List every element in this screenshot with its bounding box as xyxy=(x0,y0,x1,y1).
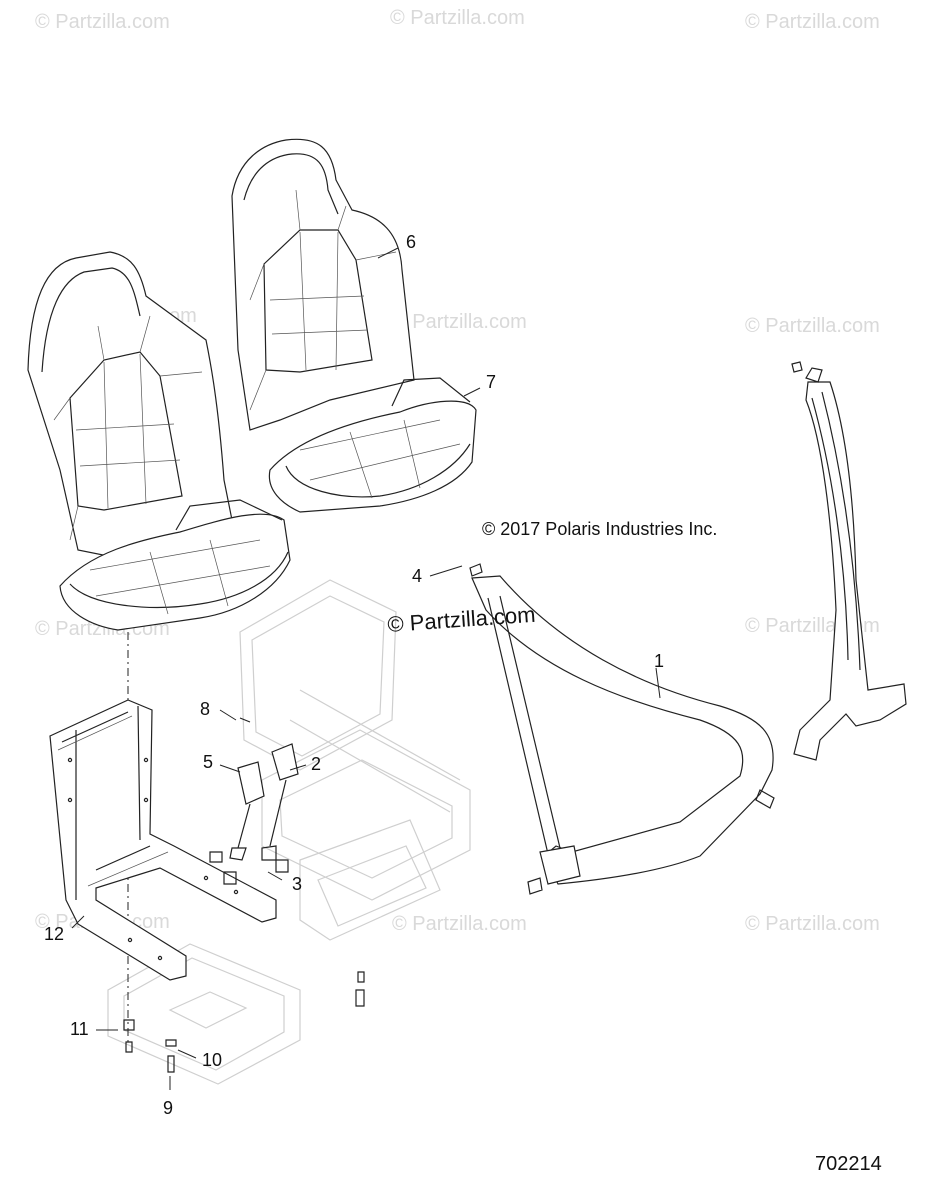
callout-labels: 1 2 3 4 5 6 7 8 9 10 11 12 xyxy=(44,232,664,1118)
seat-belt-assembly-right xyxy=(793,367,907,761)
callout-5: 5 xyxy=(203,752,213,772)
callout-12: 12 xyxy=(44,924,64,944)
callout-6: 6 xyxy=(406,232,416,252)
watermark-text: © Partzilla.com xyxy=(745,11,880,33)
seat-frame xyxy=(49,699,277,981)
seat-belt-buckle-2 xyxy=(261,743,299,861)
callout-10: 10 xyxy=(202,1050,222,1070)
watermark-text: © Partzilla.com xyxy=(35,11,170,33)
callout-4: 4 xyxy=(412,566,422,586)
callout-11: 11 xyxy=(70,1019,89,1039)
seat-back-rear xyxy=(231,138,415,431)
copyright-text: © 2017 Polaris Industries Inc. xyxy=(482,519,717,539)
callout-3: 3 xyxy=(292,874,302,894)
seat-back-front xyxy=(27,251,233,557)
seat-base-ghost xyxy=(107,579,471,1085)
watermark-text: © Partzilla.com xyxy=(390,7,525,29)
watermark-text: © Partzilla.com xyxy=(392,913,527,935)
seat-cushion-front xyxy=(59,499,291,631)
callout-2: 2 xyxy=(311,754,321,774)
callout-1: 1 xyxy=(654,651,664,671)
hardware xyxy=(123,361,803,1073)
seat-belt-assembly xyxy=(471,575,775,885)
callout-9: 9 xyxy=(163,1098,173,1118)
callout-8: 8 xyxy=(200,699,210,719)
watermark-text: © Partzilla.com xyxy=(392,311,527,333)
seat-belt-buckle-5 xyxy=(229,761,265,861)
watermark-text: © Partzilla.com xyxy=(745,315,880,337)
seat-cushion-rear xyxy=(268,377,477,513)
watermark-text: © Partzilla.com xyxy=(745,913,880,935)
callout-7: 7 xyxy=(486,372,496,392)
leader-lines xyxy=(71,247,661,1090)
figure-number: 702214 xyxy=(815,1153,882,1175)
